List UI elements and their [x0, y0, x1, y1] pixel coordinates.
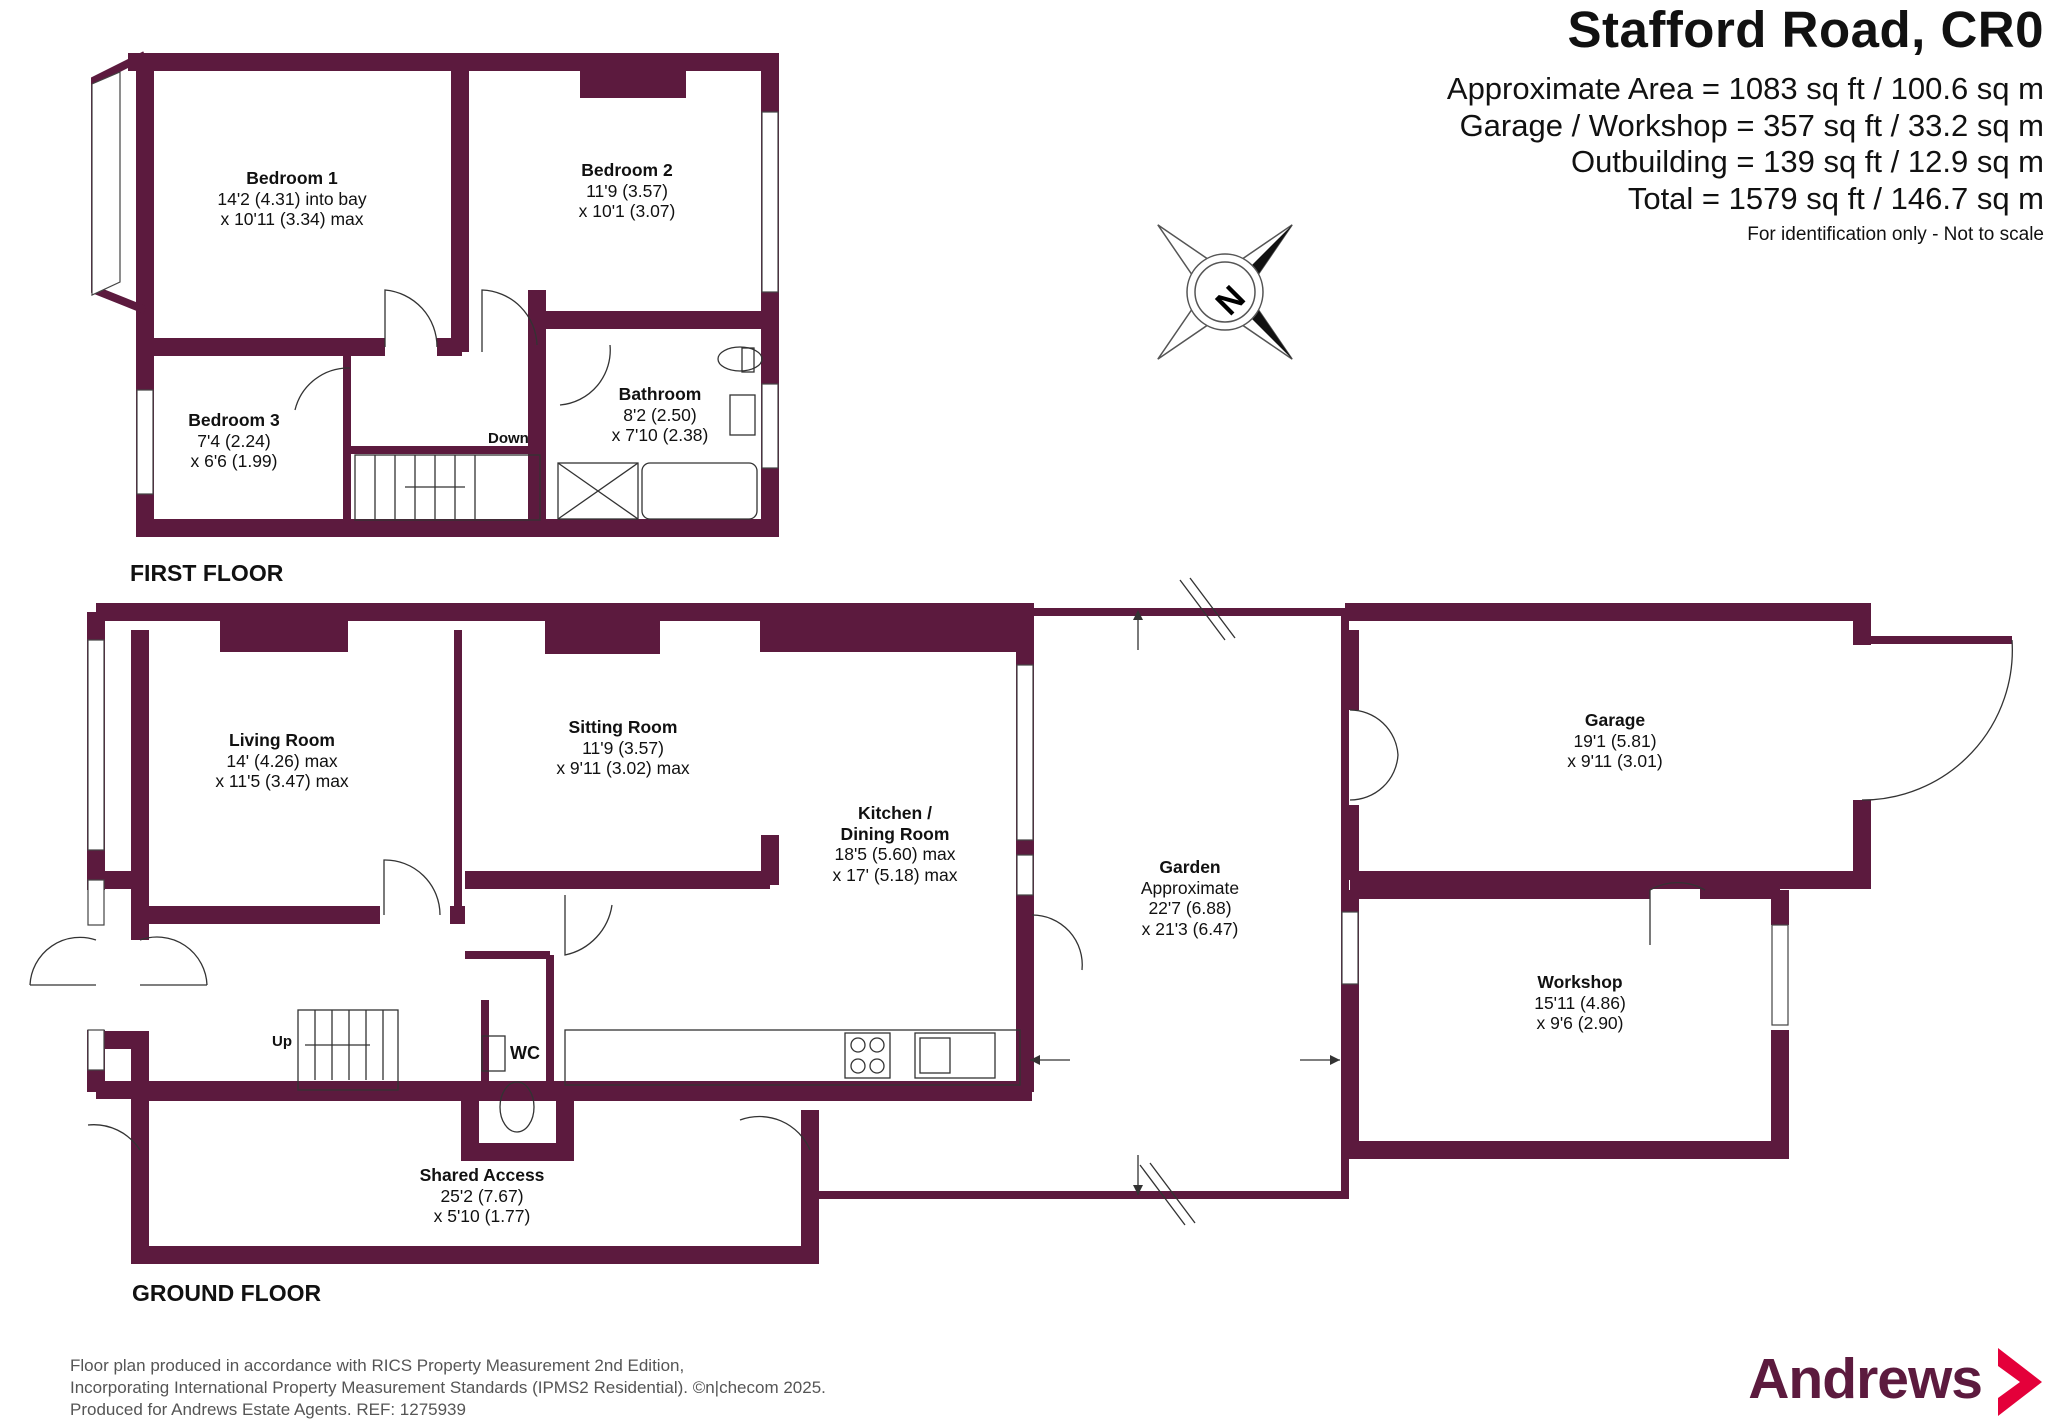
ground-floor-label: GROUND FLOOR	[132, 1280, 322, 1306]
disclaimer: For identification only - Not to scale	[1747, 224, 2044, 245]
room-name: Living Room	[229, 730, 335, 750]
footer-line: Floor plan produced in accordance with R…	[70, 1356, 685, 1375]
room-name: Bedroom 3	[188, 410, 280, 430]
room-dims: 11'9 (3.57)	[582, 737, 664, 758]
room-shared-access: Shared Access 25'2 (7.67) x 5'10 (1.77)	[420, 1165, 545, 1227]
brand-logo: Andrews	[1748, 1346, 1983, 1412]
room-name: Kitchen /	[858, 803, 932, 823]
footer-line: Incorporating International Property Mea…	[70, 1378, 826, 1397]
brand-name: Andrews	[1748, 1347, 1983, 1411]
page-title: Stafford Road, CR0	[1567, 1, 2044, 58]
stairs-down	[354, 454, 541, 521]
room-dims: x 9'6 (2.90)	[1536, 1013, 1624, 1033]
room-dims: x 17' (5.18) max	[832, 864, 958, 885]
room-name: Bedroom 1	[246, 168, 338, 188]
room-kitchen: Kitchen / Dining Room 18'5 (5.60) max x …	[833, 803, 958, 885]
ground-floor-plan	[29, 603, 1083, 1264]
room-name: Bedroom 2	[581, 160, 673, 180]
garden-outbuildings-plan	[810, 577, 2013, 1226]
first-floor-label: FIRST FLOOR	[130, 560, 284, 586]
room-dims: x 10'11 (3.34) max	[220, 209, 364, 229]
room-bedroom-2: Bedroom 2 11'9 (3.57) x 10'1 (3.07)	[579, 160, 676, 222]
room-garden: Garden Approximate 22'7 (6.88) x 21'3 (6…	[1141, 857, 1239, 939]
room-dims: x 10'1 (3.07)	[578, 201, 676, 221]
room-bathroom: Bathroom 8'2 (2.50) x 7'10 (2.38)	[612, 384, 709, 446]
area-line: Approximate Area = 1083 sq ft / 100.6 sq…	[1446, 71, 2044, 106]
room-dims: x 11'5 (3.47) max	[215, 771, 349, 791]
room-dims: x 9'11 (3.01)	[1567, 751, 1663, 771]
room-dims: 15'11 (4.86)	[1534, 992, 1626, 1013]
room-garage: Garage 19'1 (5.81) x 9'11 (3.01)	[1567, 710, 1662, 772]
room-dims: 7'4 (2.24)	[197, 430, 271, 451]
footer-credits: Floor plan produced in accordance with R…	[70, 1355, 826, 1421]
room-dims: x 6'6 (1.99)	[190, 451, 278, 471]
room-dims: x 5'10 (1.77)	[433, 1206, 531, 1226]
area-line: Total = 1579 sq ft / 146.7 sq m	[1627, 180, 2044, 216]
room-name: Garage	[1584, 710, 1646, 730]
room-dims: 22'7 (6.88)	[1148, 898, 1232, 918]
room-name: Bathroom	[618, 384, 702, 404]
area-line: Outbuilding = 139 sq ft / 12.9 sq m	[1570, 144, 2044, 179]
brand-chevron-icon	[1998, 1348, 2042, 1416]
compass-icon	[1157, 224, 1293, 360]
room-dims: 11'9 (3.57)	[586, 180, 668, 201]
area-line: Garage / Workshop = 357 sq ft / 33.2 sq …	[1459, 107, 2044, 143]
room-dims: 25'2 (7.67)	[440, 1185, 524, 1206]
room-name: Sitting Room	[568, 717, 678, 737]
room-dims: 19'1 (5.81)	[1573, 730, 1657, 751]
room-name: Dining Room	[840, 823, 950, 844]
room-name: Garden	[1159, 857, 1221, 877]
room-dims: Approximate	[1140, 877, 1240, 898]
room-dims: 14'2 (4.31) into bay	[217, 188, 367, 209]
bathroom-fixtures	[557, 346, 763, 520]
room-bedroom-1: Bedroom 1 14'2 (4.31) into bay x 10'11 (…	[217, 168, 366, 230]
stairs-down-label: Down	[488, 430, 529, 447]
room-workshop: Workshop 15'11 (4.86) x 9'6 (2.90)	[1534, 972, 1626, 1034]
stairs-up	[297, 1009, 399, 1091]
footer-line: Produced for Andrews Estate Agents. REF:…	[70, 1400, 466, 1419]
room-sitting: Sitting Room 11'9 (3.57) x 9'11 (3.02) m…	[556, 717, 689, 779]
room-living: Living Room 14' (4.26) max x 11'5 (3.47)…	[215, 730, 348, 792]
room-wc: WC	[510, 1043, 540, 1063]
room-name: Workshop	[1537, 972, 1623, 992]
room-dims: 14' (4.26) max	[226, 750, 338, 771]
area-summary: Approximate Area = 1083 sq ft / 100.6 sq…	[1447, 71, 2044, 217]
first-floor-plan	[91, 51, 779, 537]
kitchen-fixtures	[844, 1032, 996, 1079]
room-dims: x 7'10 (2.38)	[611, 425, 709, 445]
stairs-up-label: Up	[272, 1033, 292, 1050]
room-dims: x 21'3 (6.47)	[1141, 918, 1239, 939]
room-name: Shared Access	[419, 1165, 545, 1185]
room-bedroom-3: Bedroom 3 7'4 (2.24) x 6'6 (1.99)	[188, 410, 279, 472]
room-dims: 8'2 (2.50)	[623, 404, 697, 425]
room-dims: x 9'11 (3.02) max	[556, 758, 690, 778]
room-dims: 18'5 (5.60) max	[834, 844, 956, 864]
